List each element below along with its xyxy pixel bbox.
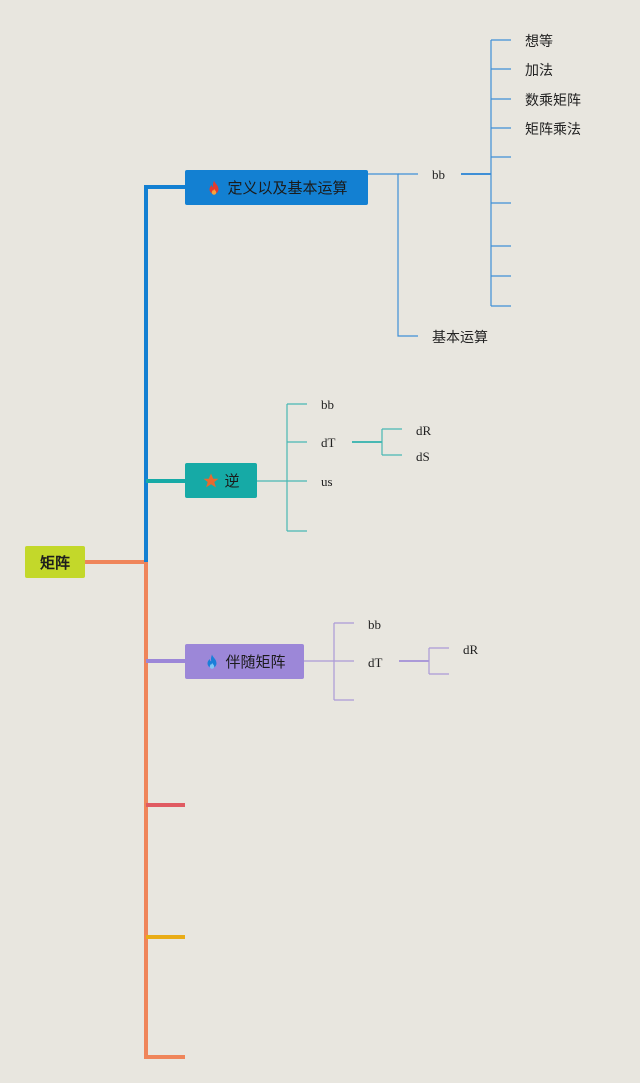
adj-node-bb[interactable]: bb: [368, 617, 381, 632]
inv-node-dt[interactable]: dT: [321, 435, 336, 450]
topic-adjugate-label: 伴随矩阵: [225, 653, 286, 671]
inv-node-us[interactable]: us: [321, 474, 333, 489]
root-node[interactable]: 矩阵: [25, 546, 85, 578]
root-label: 矩阵: [39, 553, 70, 572]
def-leaf-equal[interactable]: 想等: [525, 33, 553, 50]
inv-leaf-dr[interactable]: dR: [416, 423, 432, 438]
main-connectors: [85, 185, 185, 1059]
inv-leaf-ds[interactable]: dS: [416, 449, 430, 464]
fire-icon: [205, 179, 223, 197]
def-node-basic-ops[interactable]: 基本运算: [432, 329, 488, 346]
adj-node-dt[interactable]: dT: [368, 655, 383, 670]
topic-adjugate[interactable]: 伴随矩阵: [185, 644, 304, 679]
flame-blue-icon: [203, 653, 221, 671]
definition-subtree: [368, 39, 511, 337]
branch-definition: [144, 185, 185, 562]
topic-inverse-label: 逆: [224, 472, 240, 490]
def-leaf-matrix-mult[interactable]: 矩阵乘法: [525, 122, 581, 138]
def-leaf-addition[interactable]: 加法: [525, 63, 553, 79]
def-leaf-scalar-mult[interactable]: 数乘矩阵: [525, 93, 581, 109]
topic-inverse[interactable]: 逆: [185, 463, 257, 498]
topic-definition-label: 定义以及基本运算: [227, 179, 348, 197]
inv-node-bb[interactable]: bb: [321, 397, 334, 412]
topic-definition[interactable]: 定义以及基本运算: [185, 170, 368, 205]
inverse-subtree: [257, 403, 402, 532]
star-icon: [202, 472, 220, 490]
adjugate-subtree: [304, 622, 449, 701]
adj-leaf-dr[interactable]: dR: [463, 642, 479, 657]
def-node-bb[interactable]: bb: [432, 167, 445, 182]
trunk-orange: [85, 560, 185, 1059]
